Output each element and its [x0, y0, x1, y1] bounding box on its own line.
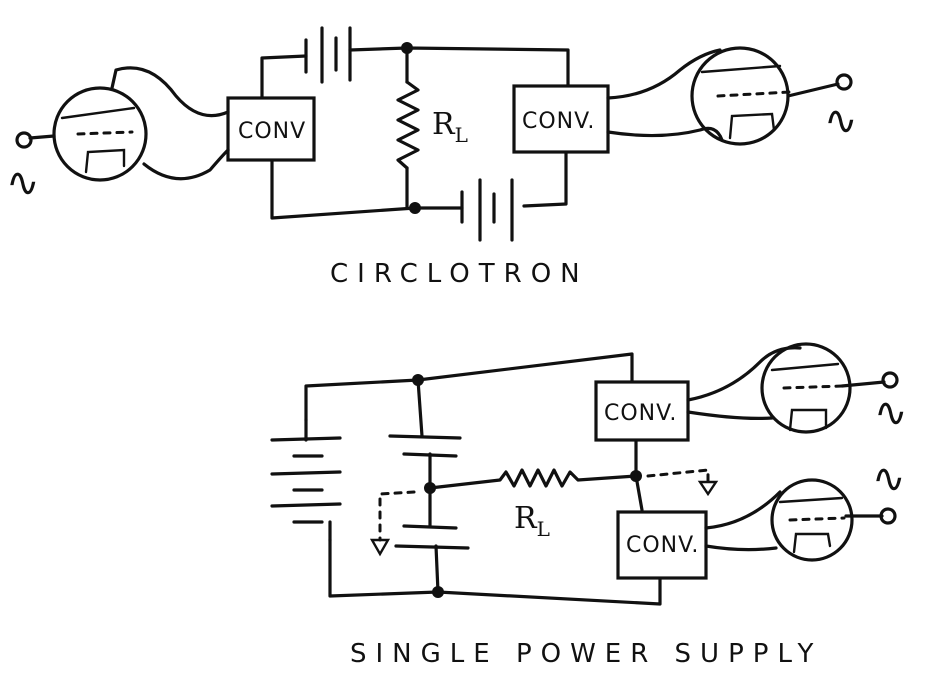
single-supply-resistor [428, 468, 638, 490]
single-supply-capacitors [388, 434, 470, 550]
circlotron-circuit: RL CONV CONV. ∿ [6, 26, 858, 289]
circlotron-left-converter-label: CONV [238, 119, 306, 144]
single-supply-circuit: RL CONV. CONV. ∿ [270, 342, 908, 669]
single-supply-top-converter-label: CONV. [604, 401, 677, 426]
single-supply-node-bottom [432, 586, 444, 598]
single-supply-bottom-tube-icon [704, 478, 897, 562]
circlotron-left-ac-icon: ∿ [6, 160, 40, 206]
single-supply-node-top [412, 374, 424, 386]
circlotron-left-tube-icon [15, 66, 230, 182]
single-supply-bottom-ac-icon: ∿ [872, 456, 906, 502]
circlotron-right-ac-icon: ∿ [824, 98, 858, 144]
circlotron-bottom-battery [460, 178, 514, 242]
single-supply-bottom-wire [328, 538, 662, 606]
single-supply-top-wire [304, 352, 634, 422]
circlotron-right-converter [512, 84, 610, 154]
circlotron-top-battery [304, 26, 352, 84]
single-supply-right-ground-dash [646, 468, 710, 484]
circlotron-right-tube-icon [606, 46, 853, 146]
circlotron-right-converter-label: CONV. [522, 109, 595, 134]
circlotron-bottom-wire [270, 150, 568, 220]
single-supply-bottom-converter-label: CONV. [626, 533, 699, 558]
single-supply-bottom-converter [616, 510, 708, 580]
single-supply-caption: SINGLE POWER SUPPLY [350, 639, 822, 669]
circlotron-rl-label: RL [432, 107, 468, 147]
circlotron-resistor [396, 80, 420, 170]
single-supply-center-wire [634, 438, 644, 512]
single-supply-left-ground-dash [378, 490, 416, 542]
circlotron-node-top [401, 42, 413, 54]
single-supply-battery-stack [270, 418, 342, 542]
circlotron-left-converter [226, 96, 316, 162]
single-supply-top-ac-icon: ∿ [874, 390, 908, 436]
circlotron-caption: CIRCLOTRON [330, 259, 589, 289]
single-supply-top-tube-icon [686, 342, 899, 434]
single-supply-right-ground-arrow-icon [697, 480, 719, 497]
single-supply-top-converter [594, 380, 690, 442]
single-supply-left-ground-arrow-icon [369, 538, 391, 557]
single-supply-rl-label: RL [514, 501, 550, 541]
